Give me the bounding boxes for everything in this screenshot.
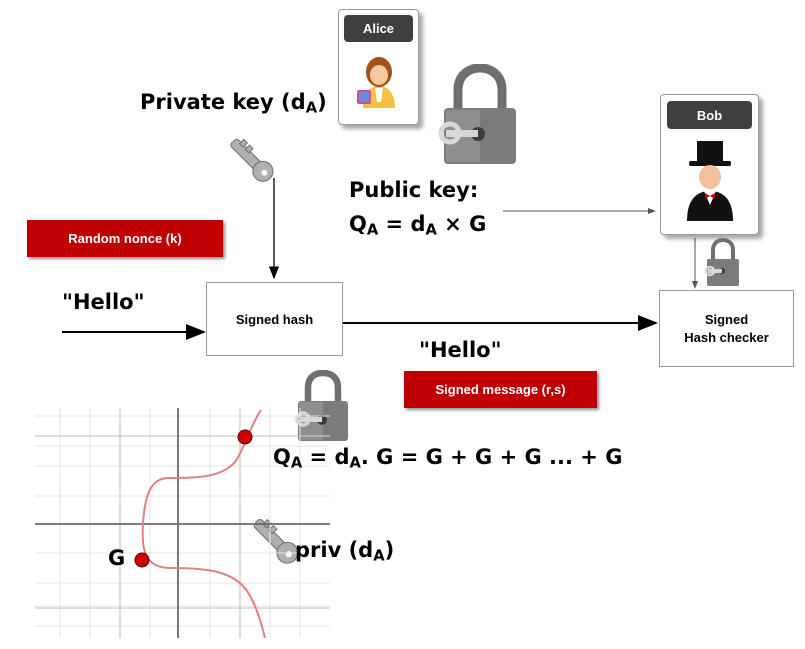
qa-equation: QA = dA. G = G + G + G ... + G	[273, 445, 623, 472]
padlock-icon	[438, 64, 516, 164]
hello-left-text: "Hello"	[62, 290, 145, 314]
private-key-icon	[230, 138, 274, 182]
alice-avatar-icon	[357, 57, 395, 108]
curve-point-qa	[237, 429, 253, 445]
bob-card: Bob	[660, 94, 759, 235]
g-point-label: G	[108, 546, 126, 570]
public-key-label: Public key: QA = dA × G	[349, 178, 487, 239]
private-key-label: Private key (dA)	[140, 90, 327, 117]
bob-avatar-icon	[687, 141, 733, 221]
random-nonce-box: Random nonce (k)	[27, 220, 223, 257]
hello-middle-text: "Hello"	[419, 338, 502, 362]
priv-label: priv (dA)	[295, 538, 395, 565]
padlock-small-icon	[704, 238, 739, 286]
alice-card: Alice	[338, 9, 419, 125]
signed-hash-checker-box: Signed Hash checker	[659, 290, 794, 367]
curve-point-g	[134, 552, 150, 568]
signed-hash-box: Signed hash	[206, 282, 343, 356]
alice-label: Alice	[344, 15, 413, 42]
bob-label: Bob	[667, 101, 752, 129]
signed-message-box: Signed message (r,s)	[404, 371, 597, 408]
curve-line	[141, 409, 266, 638]
padlock-equation-icon	[295, 370, 348, 441]
elliptic-curve-plot	[35, 408, 330, 638]
